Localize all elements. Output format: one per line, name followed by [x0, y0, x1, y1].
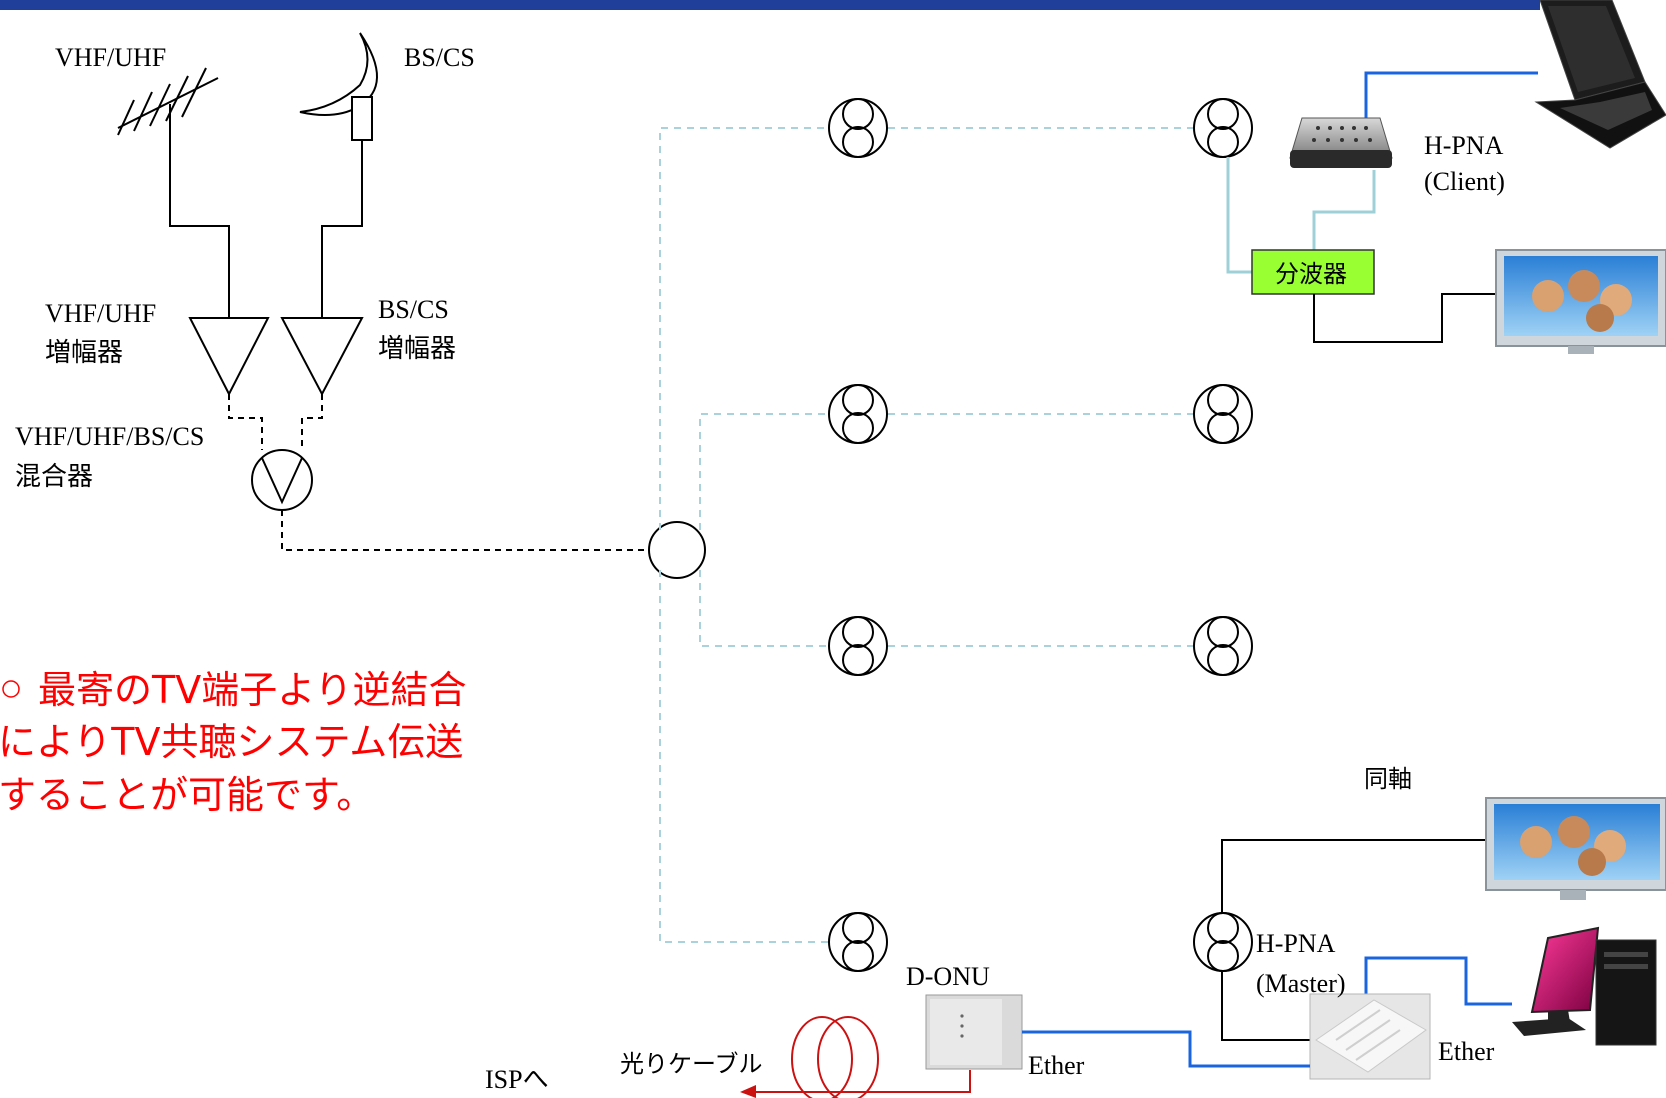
- header-bar: [0, 0, 1540, 10]
- tv-outlet-icon: [1193, 98, 1253, 158]
- amp-to-mixer-lines: [228, 394, 323, 450]
- to-isp-label: ISPへ: [485, 1065, 549, 1094]
- reverse-coupling-note: 最寄のTV端子より逆結合 によりTV共聴システム伝送 することが可能です。: [0, 668, 466, 817]
- splitter-label: 分波器: [1275, 260, 1347, 288]
- master-ether-to-pc: [1364, 956, 1512, 1006]
- tv-outlet-icon: [1193, 384, 1253, 444]
- amp-vhf-uhf-label-2: 増幅器: [45, 338, 123, 368]
- note-bullet-icon: [2, 680, 20, 698]
- trunk-cable: [281, 510, 648, 551]
- amp-bs-cs-label-1: BS/CS: [378, 295, 449, 324]
- note-line-3: することが可能です。: [0, 773, 374, 817]
- laptop-icon: [1534, 0, 1666, 149]
- mixer-icon: [251, 449, 313, 511]
- tap-off-icon: [828, 616, 888, 676]
- distributor-node: [648, 521, 706, 579]
- branch-lines: [659, 127, 1194, 943]
- splitter-to-tv-line: [1313, 293, 1498, 343]
- client-coax-lines: [1226, 157, 1376, 274]
- client-ether-line: [1364, 71, 1538, 118]
- hpna-master-label-1: H-PNA: [1256, 929, 1336, 958]
- d-onu-device-icon: [925, 994, 1023, 1070]
- amp-vhf-uhf-label-1: VHF/UHF: [45, 299, 156, 328]
- tv-monitor-icon: [1495, 249, 1666, 354]
- mixer-label-1: VHF/UHF/BS/CS: [15, 422, 204, 451]
- antenna-bs-cs-label: BS/CS: [404, 43, 475, 72]
- d-onu-label: D-ONU: [906, 962, 990, 991]
- ether-left-label: Ether: [1028, 1051, 1085, 1080]
- coax-label: 同軸: [1364, 765, 1412, 793]
- master-coax-to-tv: [1221, 839, 1498, 913]
- note-line-2: によりTV共聴システム伝送: [0, 720, 463, 764]
- tv-outlet-icon: [1193, 616, 1253, 676]
- hpna-master-device-icon: [1309, 993, 1431, 1080]
- master-coax-to-device: [1221, 971, 1310, 1041]
- mixer-label-2: 混合器: [15, 462, 93, 492]
- tap-off-icon: [828, 98, 888, 158]
- tv-monitor-icon: [1485, 797, 1666, 900]
- antenna-feed-lines: [169, 198, 363, 318]
- desktop-pc-icon: [1512, 926, 1657, 1046]
- tv-outlet-icon: [1193, 912, 1253, 972]
- tap-off-icon: [828, 912, 888, 972]
- hpna-client-device-icon: [1289, 117, 1393, 168]
- hpna-client-label-1: H-PNA: [1424, 131, 1504, 160]
- bs-cs-amplifier-icon: [280, 317, 364, 397]
- onu-ether-line: [1022, 1030, 1310, 1068]
- vhf-uhf-amplifier-icon: [188, 317, 270, 397]
- vhf-uhf-antenna-icon: [117, 67, 219, 198]
- fiber-cable-label: 光りケーブル: [620, 1050, 763, 1078]
- hpna-client-label-2: (Client): [1424, 167, 1505, 196]
- bs-cs-dish-icon: [299, 32, 378, 198]
- splitter-box: [1251, 249, 1375, 295]
- antenna-vhf-uhf-label: VHF/UHF: [55, 43, 166, 72]
- fiber-coil-icon: [791, 1016, 879, 1098]
- amp-bs-cs-label-2: 増幅器: [378, 334, 456, 364]
- tap-off-icon: [828, 384, 888, 444]
- fiber-cable-arrow: [740, 1070, 971, 1098]
- note-line-1: 最寄のTV端子より逆結合: [38, 668, 466, 712]
- hpna-master-label-2: (Master): [1256, 969, 1346, 998]
- ether-right-label: Ether: [1438, 1037, 1495, 1066]
